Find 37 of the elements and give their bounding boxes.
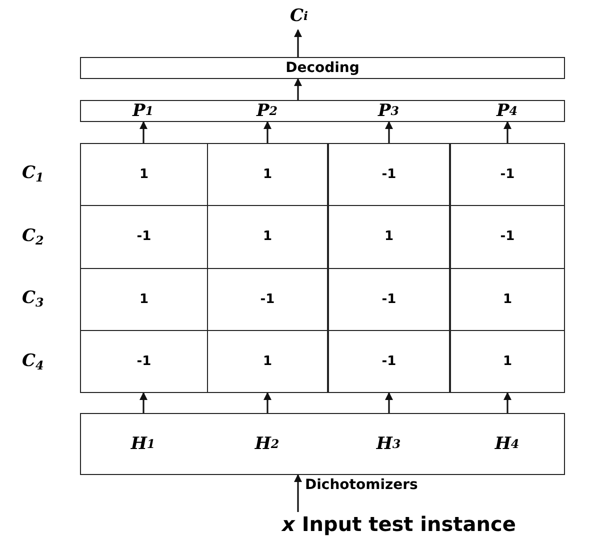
matrix-cell: 1 (451, 268, 564, 331)
code-matrix-column (80, 143, 207, 393)
row-label: C$_{2}$ (22, 226, 44, 248)
matrix-cell: 1 (329, 206, 449, 268)
matrix-cell-text: -1 (380, 352, 398, 371)
arrow (140, 121, 148, 143)
matrix-cell: -1 (329, 144, 449, 206)
arrow (294, 474, 302, 512)
code-matrix-column (450, 143, 565, 393)
arrow (504, 392, 512, 413)
input-label: x Input test instance (282, 508, 598, 540)
row-label: C$_{3}$ (22, 288, 44, 310)
matrix-cell-text: 1 (502, 352, 514, 371)
matrix-cell: -1 (451, 144, 564, 206)
row-label: C$_{1}$ (22, 163, 44, 185)
row-label: C$_{4}$ (22, 350, 44, 372)
arrow (504, 121, 512, 143)
matrix-cell: 1 (208, 144, 327, 206)
arrow (264, 392, 272, 413)
decoding-box: Decoding (80, 57, 565, 79)
output-band (80, 100, 565, 122)
matrix-cell: -1 (451, 206, 564, 268)
matrix-cell: -1 (208, 268, 327, 331)
arrow (294, 29, 302, 57)
arrow (264, 121, 272, 143)
matrix-cell: 1 (208, 206, 327, 268)
matrix-cell-text: -1 (136, 352, 152, 371)
matrix-cell-text: 1 (262, 352, 274, 371)
arrow (385, 121, 393, 143)
dichotomizer-box (80, 413, 565, 475)
arrow (294, 78, 302, 100)
code-matrix-column (328, 143, 450, 393)
caption-text: Dichotomizers (305, 477, 418, 493)
arrow (140, 392, 148, 413)
code-matrix-column (207, 143, 328, 393)
arrow (385, 392, 393, 413)
matrix-cell: -1 (329, 268, 449, 331)
